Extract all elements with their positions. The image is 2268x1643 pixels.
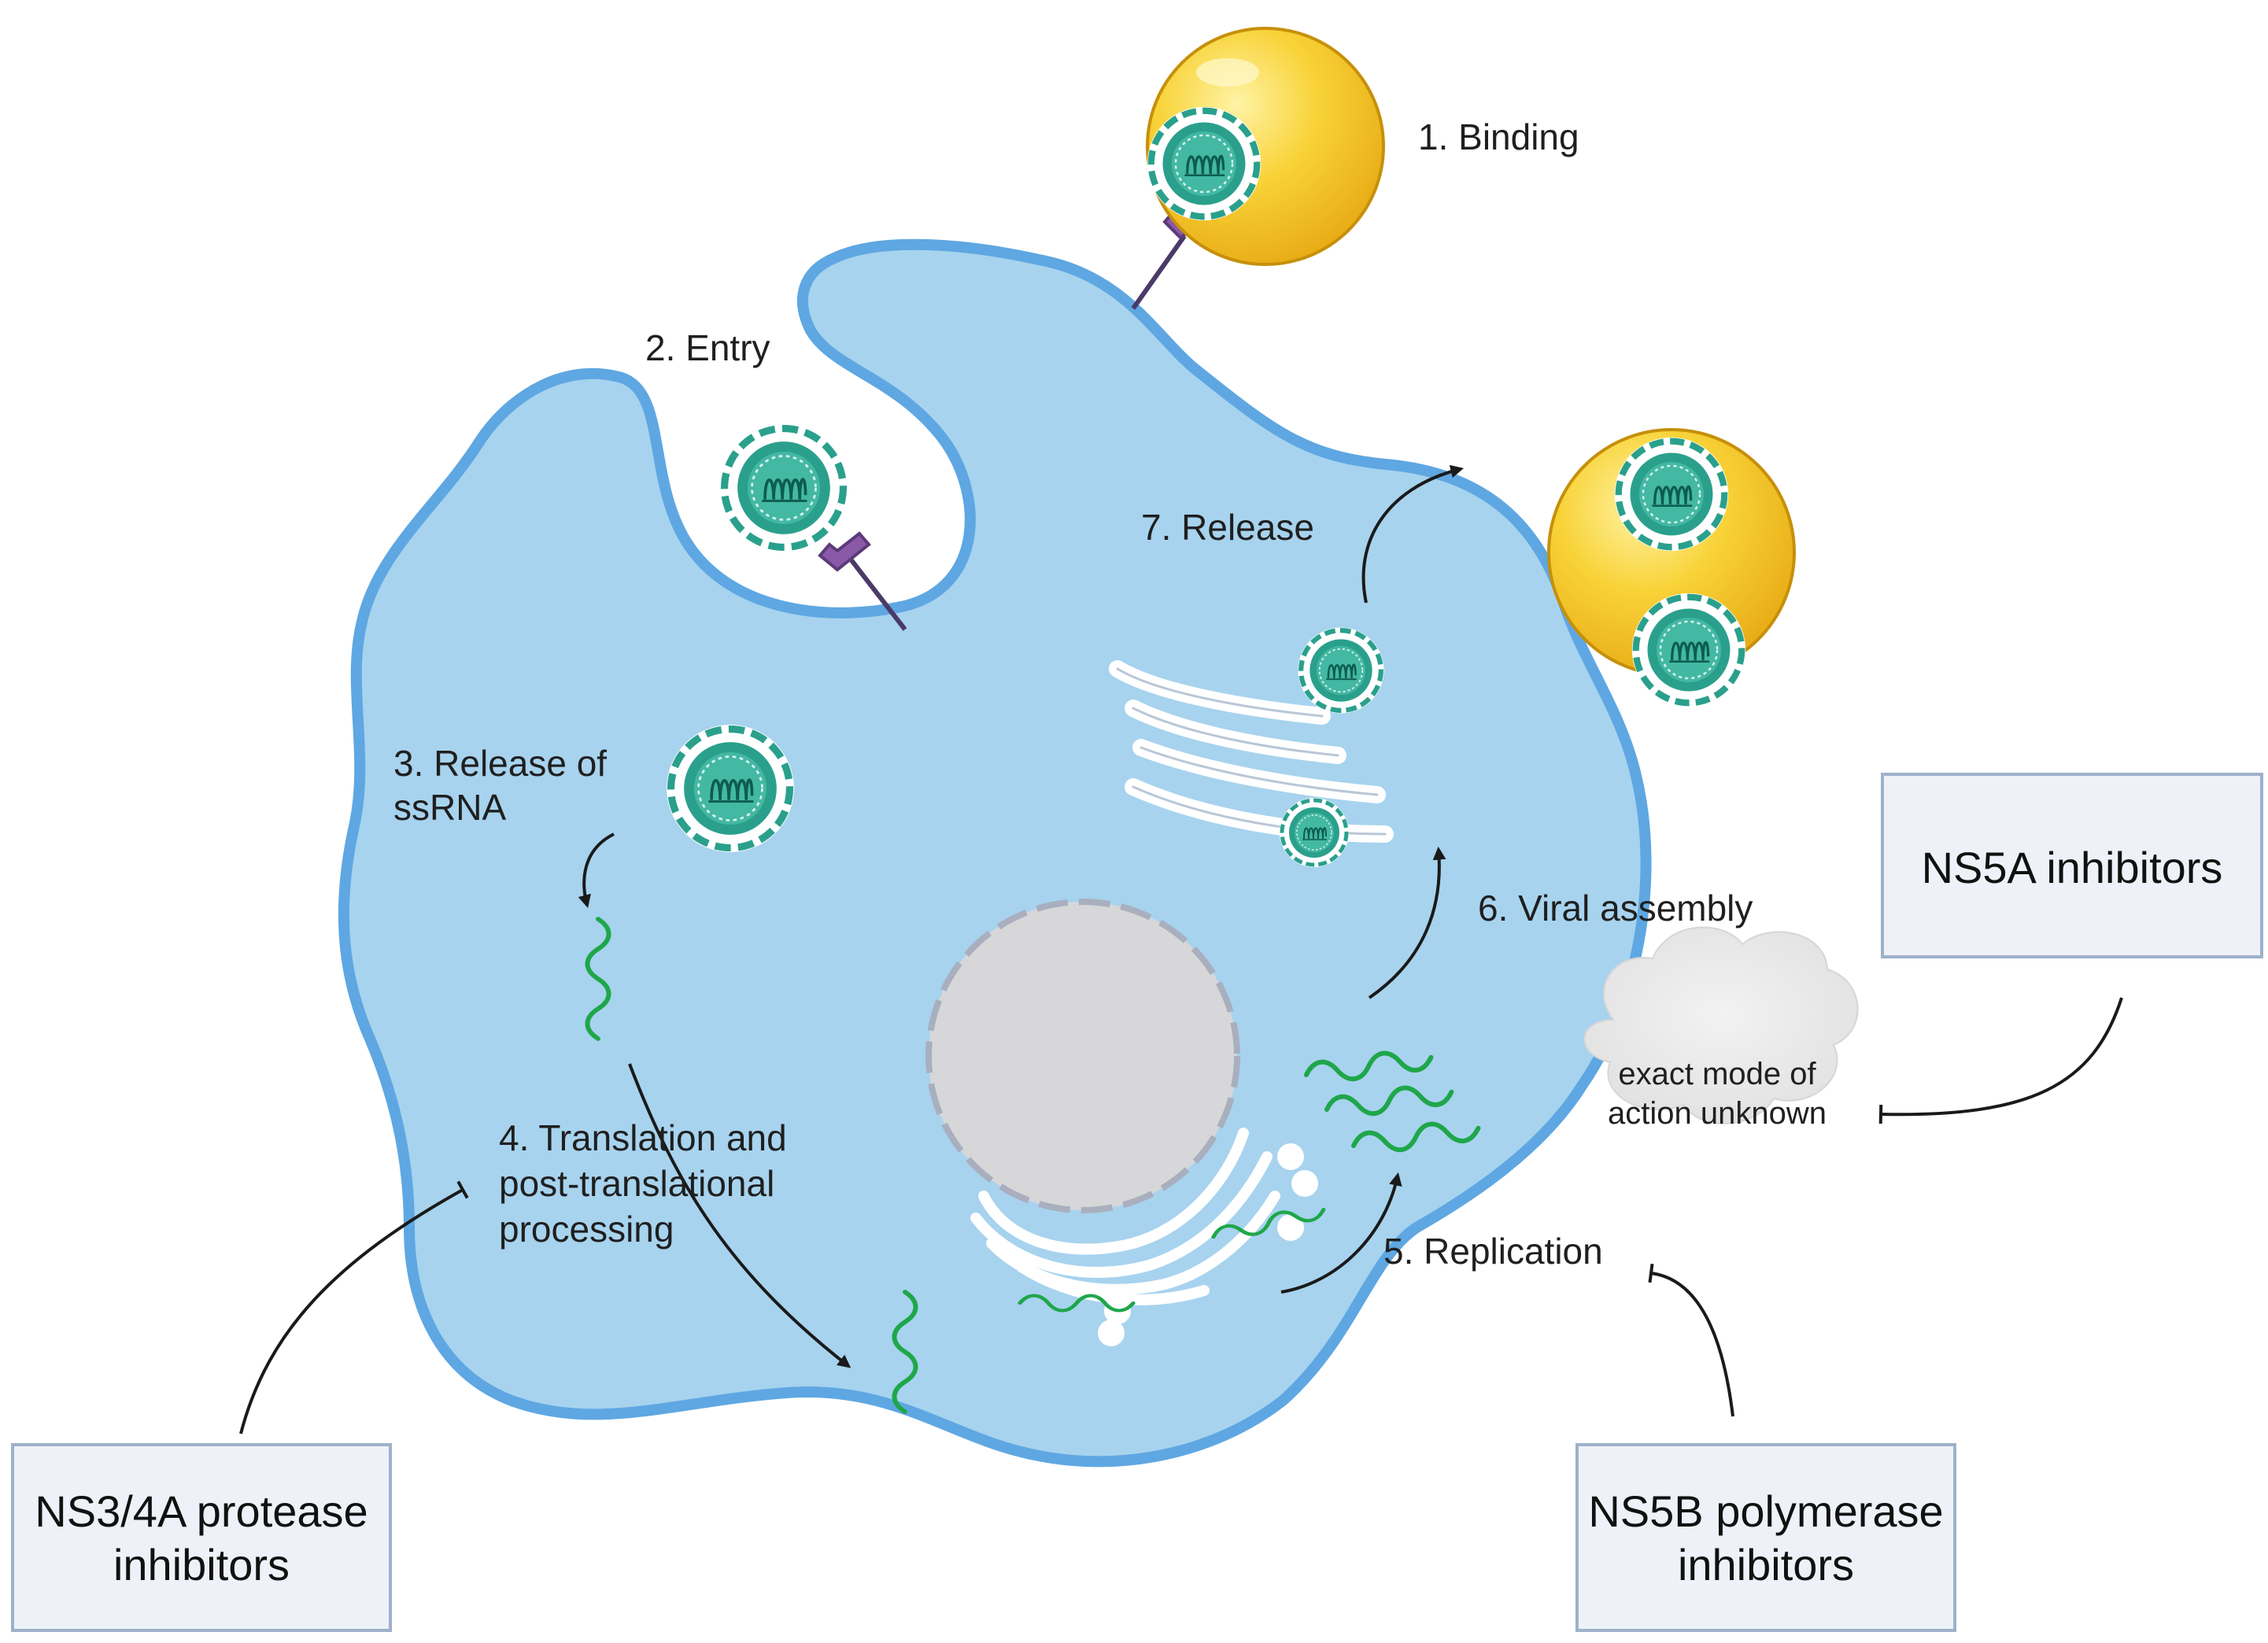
inhibition-ns3-line bbox=[239, 1180, 469, 1434]
virus-budding-upper bbox=[1298, 627, 1383, 713]
virus-uncoating bbox=[667, 725, 794, 852]
inhibition-ns5b-line bbox=[1648, 1263, 1734, 1417]
ns5b-label-line1: NS5B polymerase bbox=[1588, 1486, 1943, 1536]
ns5a-label: NS5A inhibitors bbox=[1922, 843, 2223, 892]
lipoviral-particle-released bbox=[1547, 428, 1796, 707]
ns3-label-line1: NS3/4A protease bbox=[35, 1486, 368, 1536]
label-release-ssrna-2: ssRNA bbox=[393, 787, 506, 828]
arrow-release bbox=[1361, 464, 1465, 604]
nucleus bbox=[925, 899, 1240, 1213]
arrow-viral-assembly bbox=[1368, 846, 1446, 999]
box-ns5a: NS5A inhibitors bbox=[1881, 773, 2263, 958]
virus-budding-lower bbox=[1280, 798, 1349, 867]
label-entry: 2. Entry bbox=[645, 327, 770, 368]
box-ns5b: NS5B polymerase inhibitors bbox=[1575, 1443, 1956, 1632]
box-ns3-4a: NS3/4A protease inhibitors bbox=[11, 1443, 392, 1632]
arrow-release-ssrna bbox=[578, 833, 615, 909]
label-replication: 5. Replication bbox=[1383, 1231, 1603, 1272]
cloud-bubble: exact mode of action unknown bbox=[1583, 926, 1859, 1131]
lipoviral-particle-binding bbox=[1147, 27, 1385, 266]
ns5b-label-line2: inhibitors bbox=[1678, 1540, 1854, 1589]
label-translation-3: processing bbox=[499, 1209, 674, 1250]
cloud-text-line2: action unknown bbox=[1608, 1096, 1827, 1131]
label-release: 7. Release bbox=[1141, 507, 1314, 548]
label-viral-assembly: 6. Viral assembly bbox=[1478, 888, 1753, 929]
label-release-ssrna-1: 3. Release of bbox=[393, 743, 607, 784]
label-translation-2: post-translational bbox=[499, 1163, 774, 1204]
ns3-label-line2: inhibitors bbox=[113, 1540, 290, 1589]
arrow-translation bbox=[628, 1063, 851, 1368]
cloud-text-line1: exact mode of bbox=[1618, 1057, 1816, 1091]
label-binding: 1. Binding bbox=[1418, 116, 1579, 157]
arrow-replication bbox=[1280, 1172, 1402, 1294]
virus-entry bbox=[720, 424, 848, 552]
receptor-entry bbox=[818, 531, 907, 631]
label-translation-1: 4. Translation and bbox=[499, 1117, 787, 1158]
inhibition-ns5a-line bbox=[1878, 997, 2123, 1124]
host-cell bbox=[338, 238, 1652, 1468]
